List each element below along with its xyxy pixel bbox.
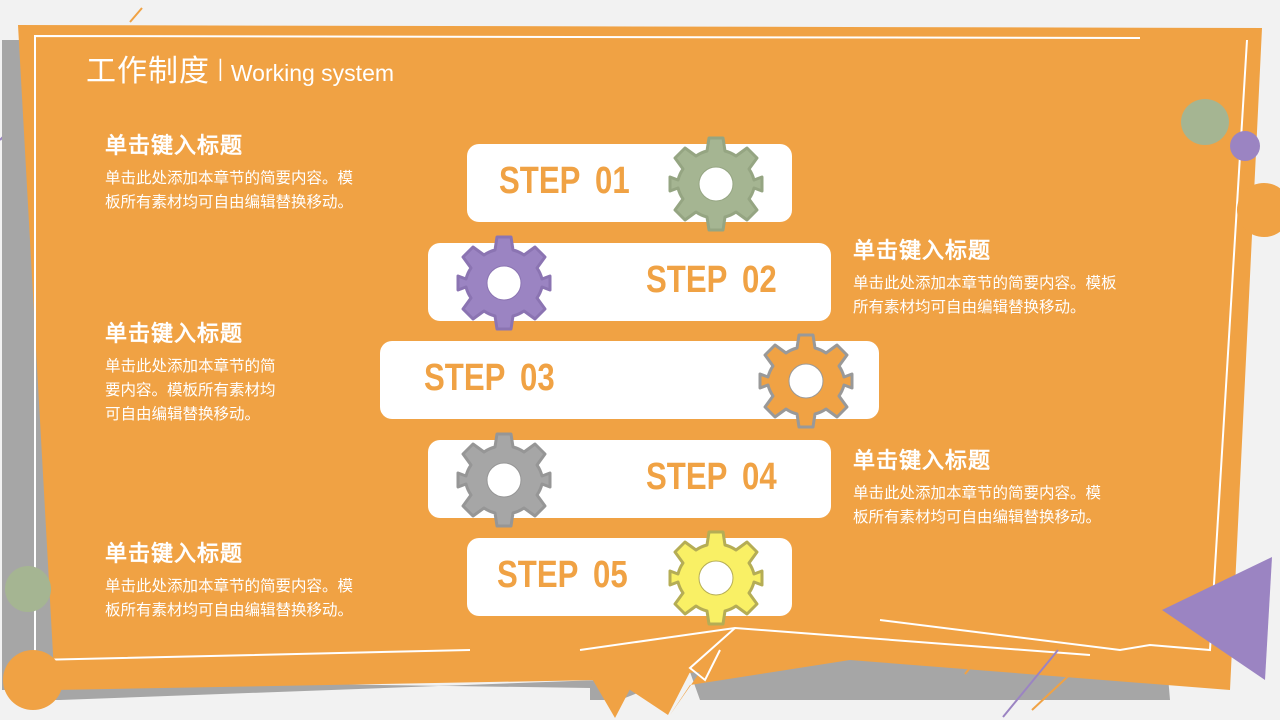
orange-gear-icon (758, 333, 854, 429)
block-line: 板所有素材均可自由编辑替换移动。 (853, 508, 1102, 526)
green-gear-icon (668, 136, 764, 232)
block-title: 单击键入标题 (105, 134, 244, 159)
yellow-gear-icon (668, 530, 764, 626)
title-en: Working system (230, 60, 395, 86)
title-zh: 工作制度 (86, 54, 210, 89)
title-separator: I (216, 54, 225, 89)
step-label: STEP 04 (646, 456, 777, 498)
text-block-1[interactable]: 单击键入标题 单击此处添加本章节的简要内容。模 板所有素材均可自由编辑替换移动。 (105, 128, 353, 214)
step-label: STEP 05 (497, 554, 628, 596)
block-title: 单击键入标题 (853, 239, 992, 264)
block-title: 单击键入标题 (853, 449, 992, 474)
step-label: STEP 01 (499, 160, 630, 202)
block-line: 所有素材均可自由编辑替换移动。 (853, 298, 1086, 316)
block-line: 可自由编辑替换移动。 (105, 405, 261, 423)
block-line: 单击此处添加本章节的简要内容。模 (853, 484, 1102, 502)
gray-gear-icon (456, 432, 552, 528)
block-line: 单击此处添加本章节的简 (105, 357, 276, 375)
block-title: 单击键入标题 (105, 322, 244, 347)
block-line: 单击此处添加本章节的简要内容。模 (105, 577, 354, 595)
text-block-4[interactable]: 单击键入标题 单击此处添加本章节的简要内容。模 板所有素材均可自由编辑替换移动。 (853, 443, 1101, 529)
purple-gear-icon (456, 235, 552, 331)
step-label: STEP 03 (424, 357, 555, 399)
text-block-2[interactable]: 单击键入标题 单击此处添加本章节的简要内容。模板 所有素材均可自由编辑替换移动。 (853, 233, 1117, 319)
block-line: 板所有素材均可自由编辑替换移动。 (105, 601, 354, 619)
block-line: 单击此处添加本章节的简要内容。模 (105, 169, 354, 187)
block-title: 单击键入标题 (105, 542, 244, 567)
block-line: 单击此处添加本章节的简要内容。模板 (853, 274, 1117, 292)
text-block-3[interactable]: 单击键入标题 单击此处添加本章节的简 要内容。模板所有素材均 可自由编辑替换移动… (105, 316, 276, 426)
block-line: 板所有素材均可自由编辑替换移动。 (105, 193, 354, 211)
step-label: STEP 02 (646, 259, 777, 301)
text-block-5[interactable]: 单击键入标题 单击此处添加本章节的简要内容。模 板所有素材均可自由编辑替换移动。 (105, 536, 353, 622)
block-line: 要内容。模板所有素材均 (105, 381, 276, 399)
